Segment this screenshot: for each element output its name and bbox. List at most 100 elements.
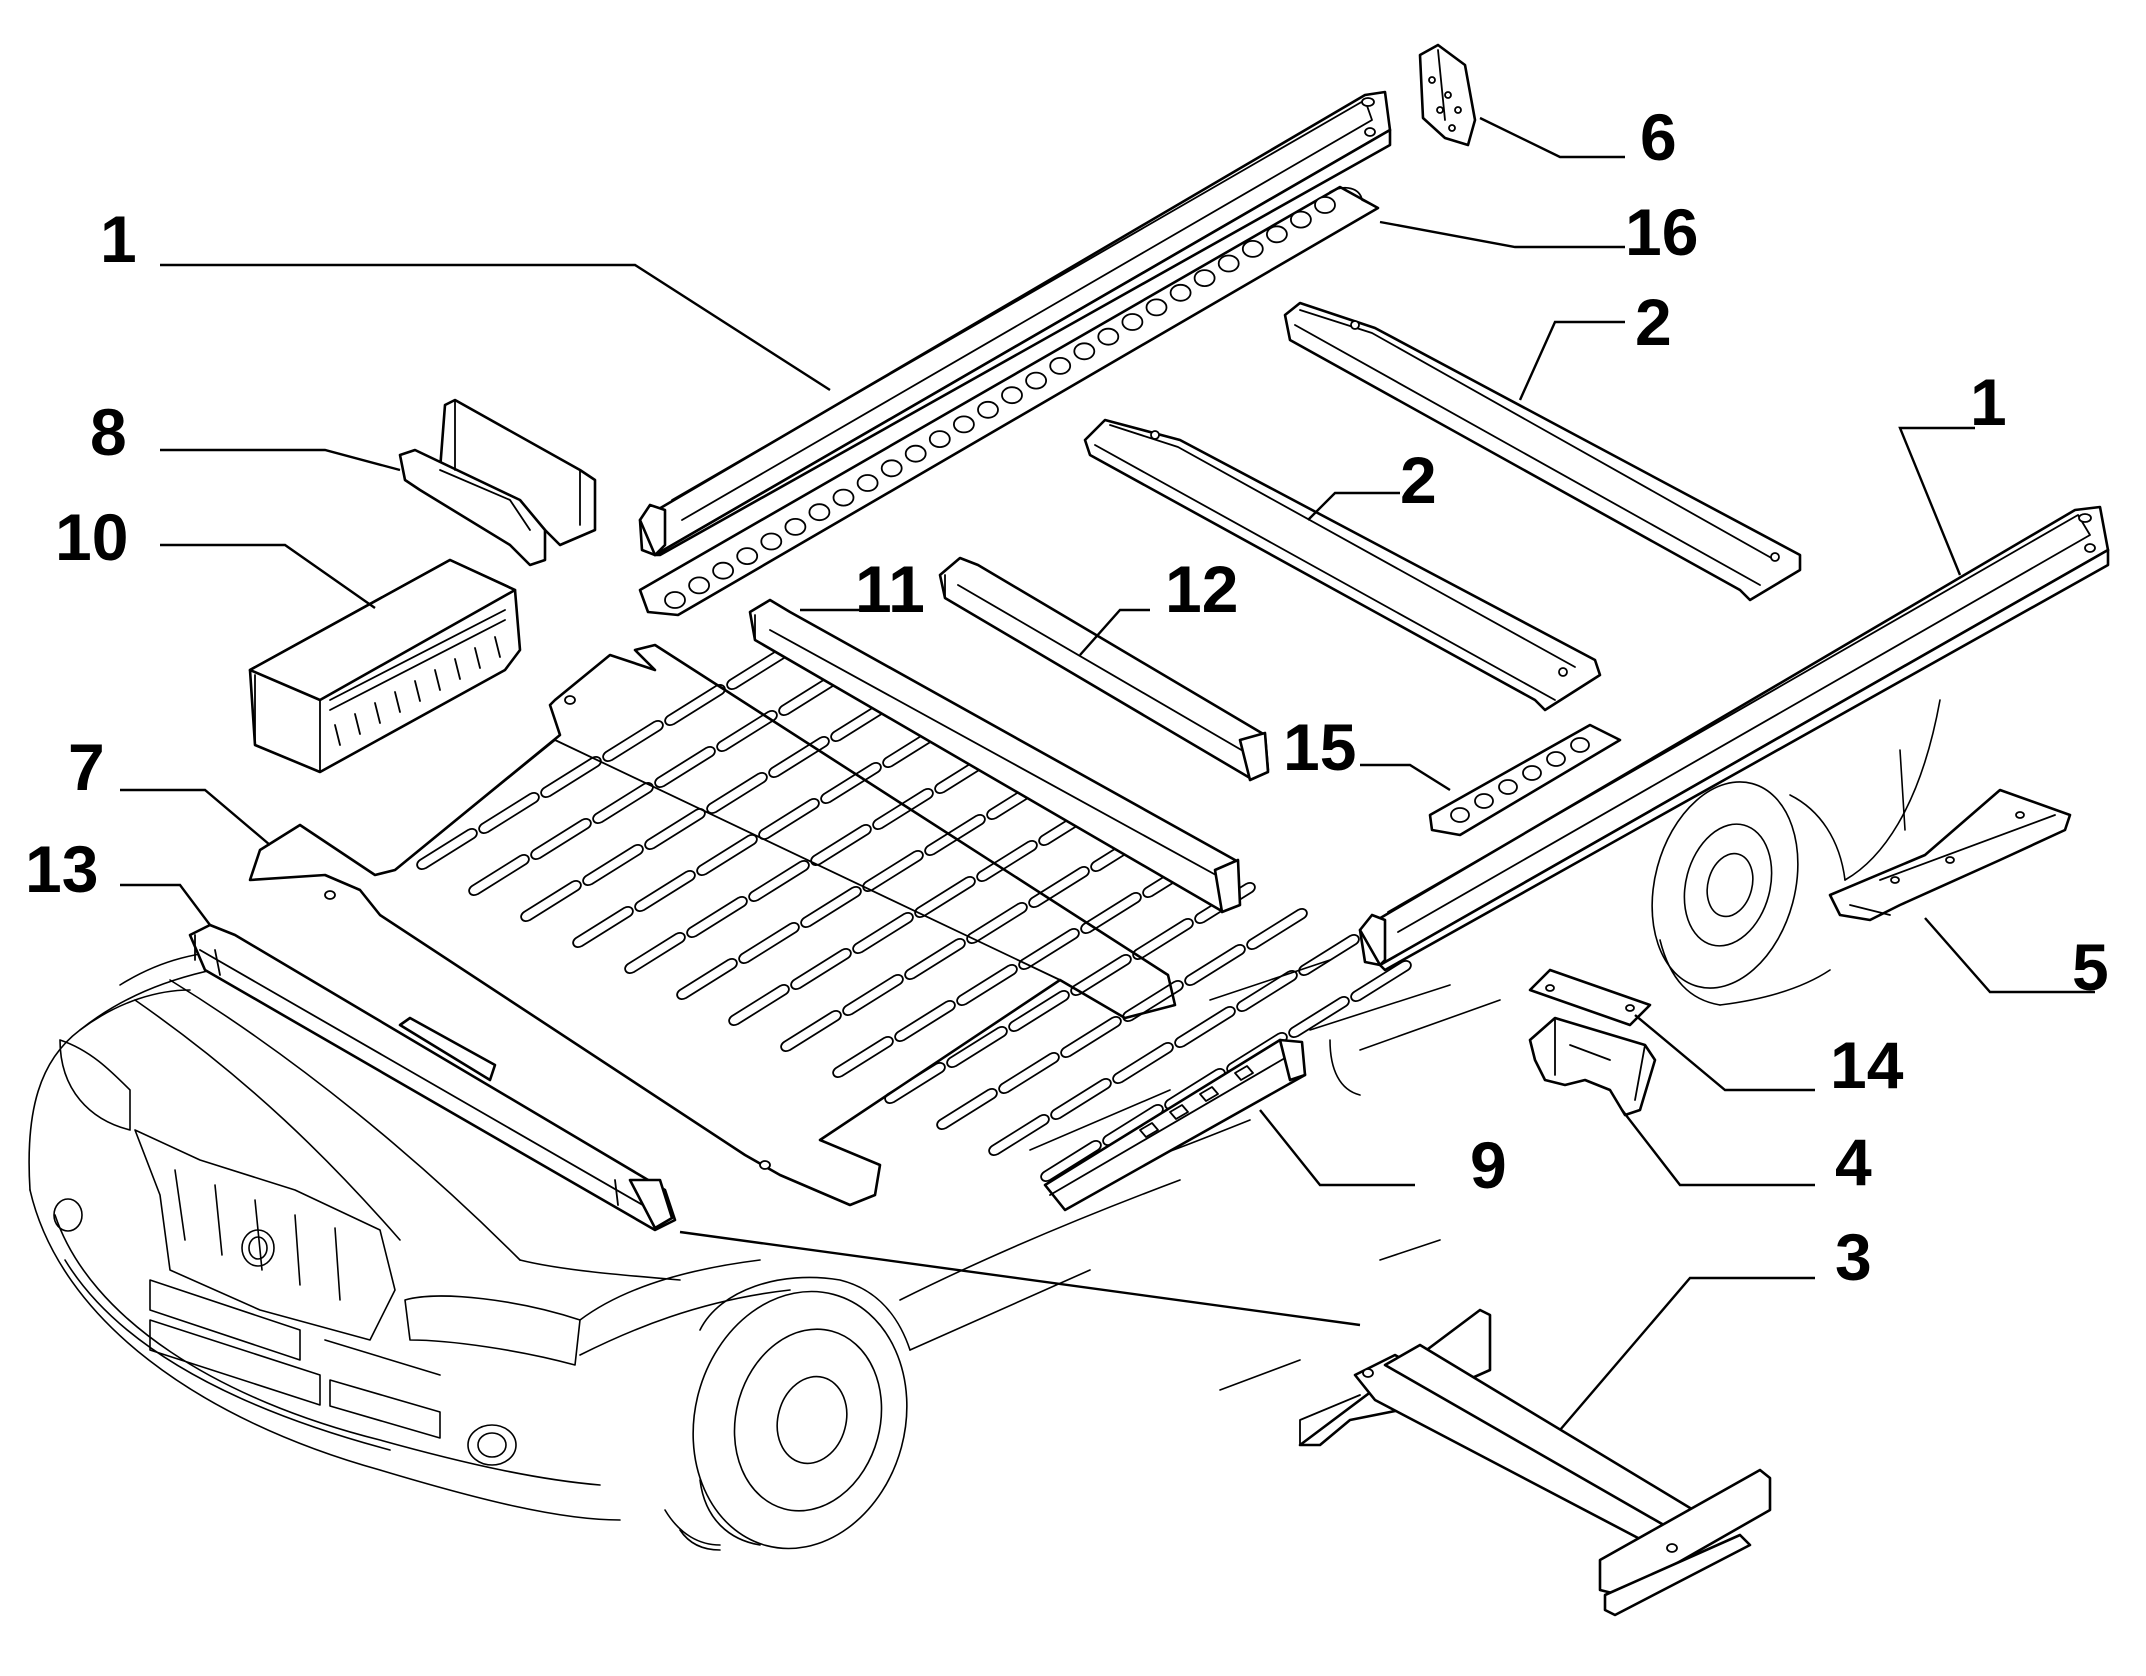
- part-8-bracket: [398, 398, 597, 567]
- floor-rib: [884, 1062, 946, 1104]
- floor-rib: [904, 938, 966, 980]
- floor-rib: [748, 860, 810, 902]
- floor-rib: [780, 1010, 842, 1052]
- leader-lines: [120, 116, 2095, 1431]
- floor-rib: [530, 818, 592, 860]
- floor-rib: [1174, 1006, 1236, 1048]
- floor-rib: [1070, 954, 1132, 996]
- floor-rib: [1184, 944, 1246, 986]
- part-13-front-cross-member: [188, 923, 677, 1232]
- floor-rib: [676, 958, 738, 1000]
- floor-rib: [602, 720, 664, 762]
- floor-rib: [1060, 1016, 1122, 1058]
- floor-rib: [540, 756, 602, 798]
- floor-rib: [936, 1088, 998, 1130]
- floor-rib: [832, 1036, 894, 1078]
- floor-rib: [988, 1114, 1050, 1156]
- callout-11: 11: [855, 552, 925, 626]
- callout-2-upper: 2: [1635, 285, 1672, 359]
- floor-rib: [478, 792, 540, 834]
- floor-rib: [592, 782, 654, 824]
- floor-rib: [1350, 960, 1412, 1002]
- part-11-channel: [748, 598, 1242, 914]
- floor-rib: [716, 710, 778, 752]
- van-body-outline: [28, 699, 1941, 1551]
- strip-hole: [1049, 356, 1072, 375]
- floor-rib: [1298, 934, 1360, 976]
- callout-10: 10: [55, 500, 128, 574]
- strip-hole: [832, 488, 855, 507]
- callout-9: 9: [1470, 1128, 1507, 1202]
- part-3-axle-frame: [1298, 1308, 1772, 1617]
- floor-rib: [862, 850, 924, 892]
- strip-hole: [1217, 254, 1240, 273]
- strip-hole: [1097, 327, 1120, 346]
- floor-rib: [706, 772, 768, 814]
- floor-rib: [1194, 882, 1256, 924]
- strip-hole: [1145, 298, 1168, 317]
- floor-rib: [738, 922, 800, 964]
- floor-rib: [664, 684, 726, 726]
- floor-rib: [800, 886, 862, 928]
- part-4-bracket: [1528, 1016, 1657, 1117]
- strip-hole: [1001, 386, 1023, 405]
- floor-rib: [624, 932, 686, 974]
- callout-1-left: 1: [100, 202, 137, 276]
- callout-15: 15: [1283, 710, 1356, 784]
- plate-hole: [1450, 807, 1470, 823]
- floor-rib: [768, 736, 830, 778]
- part-9-rail: [1043, 1038, 1307, 1212]
- strip-hole: [808, 503, 831, 522]
- part-5-bracket: [1828, 788, 2072, 922]
- part-2-cross-member-upper: [1283, 301, 1802, 602]
- strip-hole: [1241, 239, 1264, 258]
- callout-2-lower: 2: [1400, 443, 1437, 517]
- strip-hole: [953, 415, 975, 434]
- strip-hole: [1073, 342, 1096, 361]
- floor-rib: [520, 880, 582, 922]
- callout-5: 5: [2072, 930, 2109, 1004]
- part-6-bracket-plate: [1418, 43, 1477, 147]
- part-14-plate: [1528, 968, 1652, 1027]
- floor-rib: [696, 834, 758, 876]
- box-slots: [334, 636, 501, 746]
- strip-hole: [1169, 283, 1192, 302]
- floor-rib: [582, 844, 644, 886]
- floor-rib: [1132, 918, 1194, 960]
- plate-hole: [1570, 737, 1590, 753]
- floor-rib: [1288, 996, 1350, 1038]
- strip-hole: [760, 532, 783, 551]
- callout-7: 7: [68, 730, 105, 804]
- floor-rib: [1112, 1042, 1174, 1084]
- floor-rib: [810, 824, 872, 866]
- part-16-perforated-strip: [638, 185, 1380, 617]
- strip-hole: [1290, 210, 1312, 229]
- part-2-cross-member-lower: [1083, 418, 1602, 712]
- floor-rib: [1040, 1140, 1102, 1182]
- floor-rib: [1028, 866, 1090, 908]
- strip-hole: [1121, 313, 1144, 331]
- floor-rib: [634, 870, 696, 912]
- strip-hole: [664, 591, 686, 609]
- strip-hole: [1266, 225, 1288, 244]
- part-10-box-tray: [248, 558, 522, 774]
- part-15-perforated-plate: [1428, 723, 1622, 837]
- strip-hole: [1025, 371, 1047, 390]
- plate-hole: [1522, 765, 1542, 781]
- floor-rib: [1122, 980, 1184, 1022]
- callout-12: 12: [1165, 552, 1238, 626]
- part-7-floor-panel: [248, 643, 1412, 1207]
- strip-hole: [880, 459, 903, 478]
- floor-rib: [686, 896, 748, 938]
- strip-hole: [928, 430, 951, 449]
- plate-hole: [1546, 751, 1566, 767]
- part-1-long-member-right: [1358, 505, 2110, 972]
- floor-rib: [572, 906, 634, 948]
- floor-rib: [966, 902, 1028, 944]
- callout-1-right: 1: [1970, 365, 2007, 439]
- callout-3: 3: [1835, 1220, 1872, 1294]
- floor-rib: [416, 828, 478, 870]
- floor-rib: [468, 854, 530, 896]
- floor-rib: [1008, 990, 1070, 1032]
